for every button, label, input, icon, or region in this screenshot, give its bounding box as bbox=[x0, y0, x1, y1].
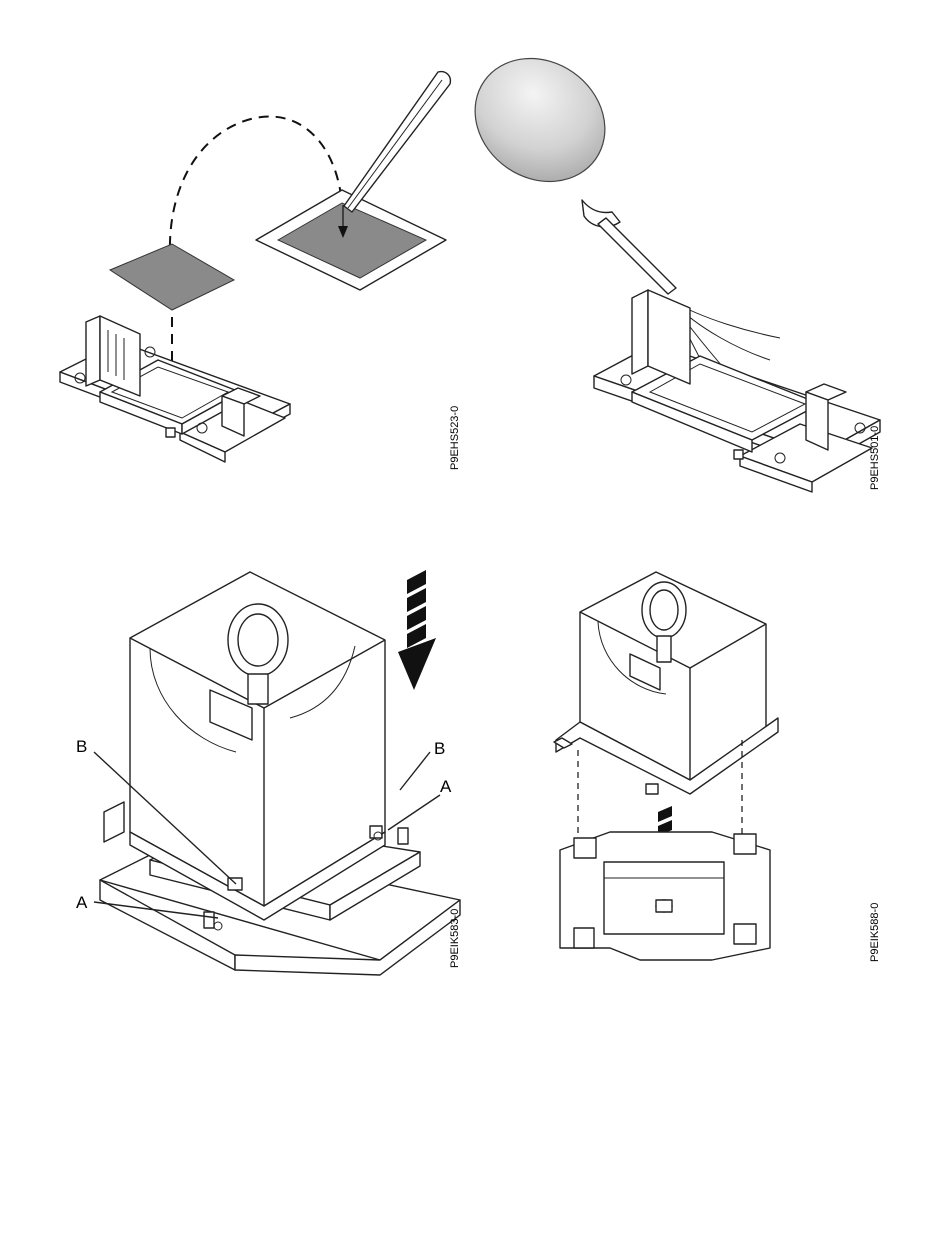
panel-air-blower: P9EHS501-0 bbox=[451, 33, 881, 492]
leader-line bbox=[400, 752, 430, 790]
socket-assembly bbox=[60, 316, 290, 462]
panel-tool-align: P9EIK588-0 bbox=[554, 572, 881, 962]
down-arrow-icon bbox=[398, 570, 436, 690]
tweezers-icon bbox=[344, 72, 450, 212]
socket-assembly bbox=[594, 290, 880, 492]
callout-b-right: B bbox=[434, 739, 445, 758]
callout-b-left: B bbox=[76, 737, 87, 756]
panel-tim-placement: P9EHS523-0 bbox=[60, 72, 461, 470]
leader-line bbox=[388, 795, 440, 830]
air-bulb-icon bbox=[451, 33, 676, 294]
figure-id: P9EIK588-0 bbox=[869, 903, 881, 962]
callout-a-right: A bbox=[440, 777, 452, 796]
socket-base bbox=[560, 832, 770, 960]
thermal-pad bbox=[110, 244, 234, 310]
figure-id: P9EIK583-0 bbox=[449, 909, 461, 968]
callout-a-left: A bbox=[76, 893, 88, 912]
figure-id: P9EHS501-0 bbox=[869, 426, 881, 490]
figure-id: P9EHS523-0 bbox=[449, 406, 461, 470]
panel-tool-install: B B A A P9EIK583-0 bbox=[76, 570, 461, 975]
